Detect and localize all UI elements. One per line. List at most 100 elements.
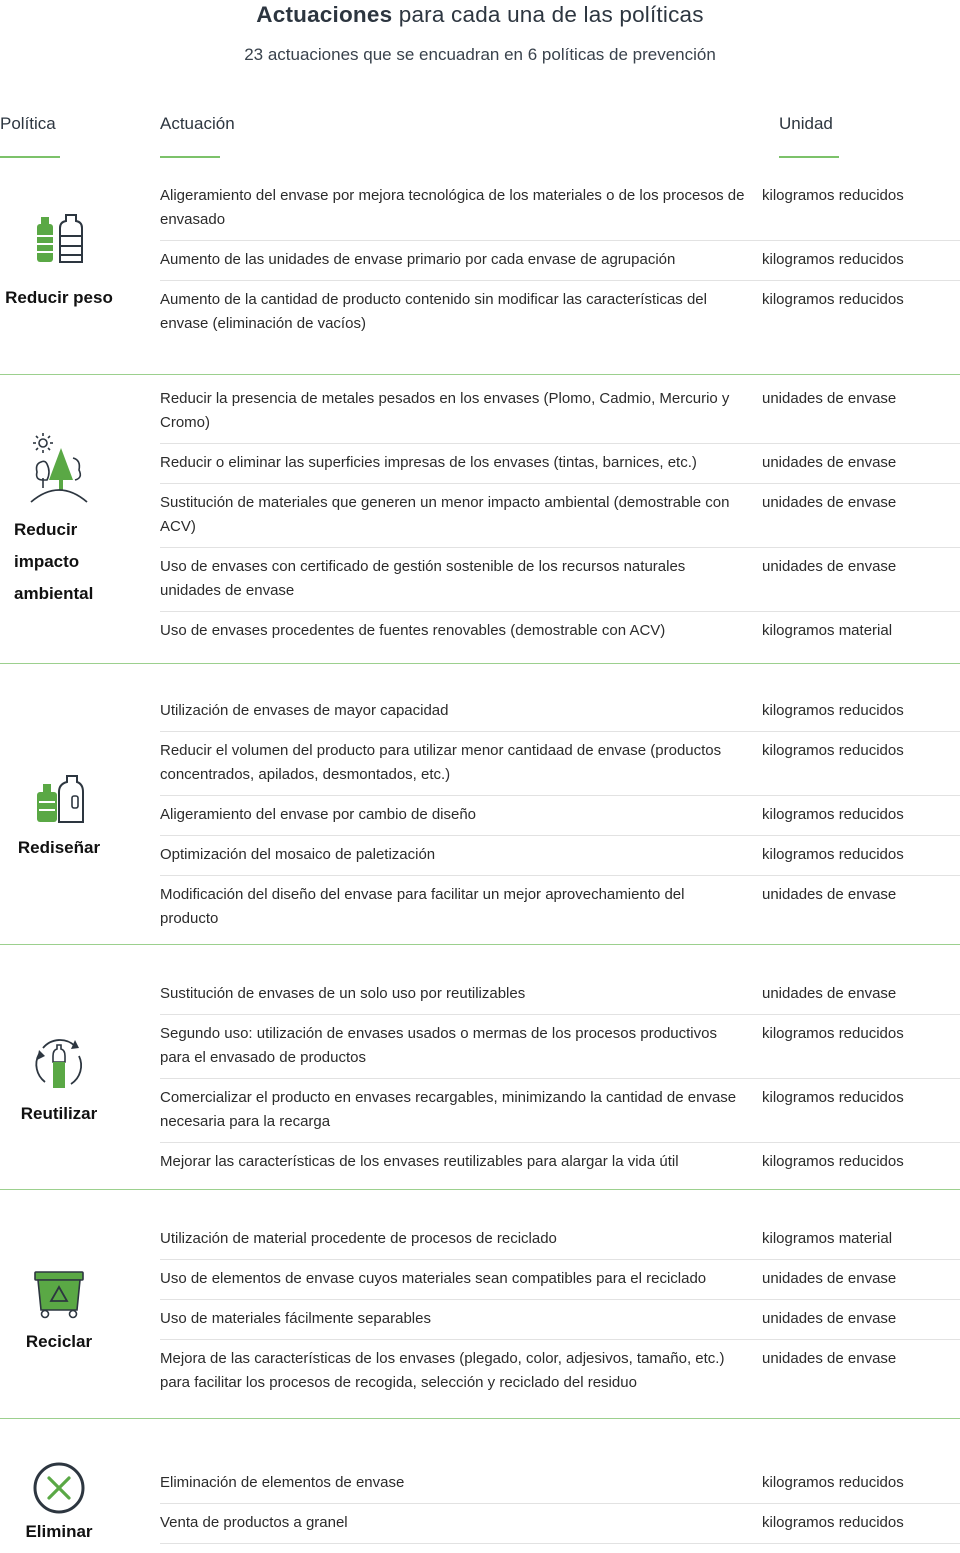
policy-redisenar: Rediseñar <box>0 772 118 864</box>
unit-text: kilogramos reducidos <box>762 846 904 863</box>
column-underline <box>160 156 220 158</box>
tree-sun-icon <box>30 433 88 503</box>
row-divider <box>160 611 960 612</box>
unit-text: kilogramos reducidos <box>762 1514 904 1531</box>
action-text: Uso de envases con certificado de gestió… <box>160 558 686 599</box>
policy-name: Rediseñar <box>17 838 101 857</box>
policy-reducir-impacto: Reducir impacto ambiental <box>0 432 118 610</box>
section-divider <box>0 1418 960 1419</box>
section-divider <box>0 374 960 375</box>
column-header-action: Actuación <box>160 114 235 158</box>
action-text: Sustitución de envases de un solo uso po… <box>160 985 526 1002</box>
page-title: Actuaciones para cada una de las polític… <box>0 2 960 28</box>
unit-text: kilogramos reducidos <box>762 187 904 204</box>
column-header-policy-label: Política <box>0 114 56 133</box>
row-divider <box>160 547 960 548</box>
row-divider <box>160 1339 960 1340</box>
action-text: Modificación del diseño del envase para … <box>160 886 685 927</box>
unit-text: unidades de envase <box>762 886 897 903</box>
action-text: Comercializar el producto en envases rec… <box>160 1089 737 1130</box>
unit-text: unidades de envase <box>762 390 897 407</box>
policy-name: Reducir peso <box>5 288 113 307</box>
action-text: Optimización del mosaico de paletización <box>160 846 436 863</box>
recycle-bin-icon <box>34 1271 84 1319</box>
column-underline <box>779 156 839 158</box>
row-divider <box>160 1142 960 1143</box>
row-divider <box>160 443 960 444</box>
column-header-action-label: Actuación <box>160 114 235 133</box>
unit-text: unidades de envase <box>762 494 897 511</box>
policy-name: Reducir impacto ambiental <box>14 520 94 603</box>
policy-name: Reutilizar <box>20 1104 98 1123</box>
row-divider <box>160 1078 960 1079</box>
action-text: Mejorar las características de los envas… <box>160 1153 679 1170</box>
row-divider <box>160 280 960 281</box>
action-text: Aligeramiento del envase por cambio de d… <box>160 806 477 823</box>
action-text: Mejora de las características de los env… <box>160 1350 725 1391</box>
column-header-policy: Política <box>0 114 60 158</box>
unit-text: kilogramos reducidos <box>762 1089 904 1106</box>
row-divider <box>160 875 960 876</box>
unit-text: kilogramos reducidos <box>762 1153 904 1170</box>
policy-name: Eliminar <box>25 1522 93 1541</box>
unit-text: unidades de envase <box>762 1350 897 1367</box>
action-text: Segundo uso: utilización de envases usad… <box>160 1025 717 1066</box>
policy-reutilizar: Reutilizar <box>0 1034 118 1130</box>
unit-text: unidades de envase <box>762 985 897 1002</box>
unit-text: kilogramos reducidos <box>762 1474 904 1491</box>
row-divider <box>160 1014 960 1015</box>
row-divider <box>160 795 960 796</box>
column-underline <box>0 156 60 158</box>
unit-text: kilogramos reducidos <box>762 1025 904 1042</box>
unit-text: kilogramos reducidos <box>762 742 904 759</box>
row-divider <box>160 1543 960 1544</box>
eliminate-x-icon <box>33 1462 85 1514</box>
title-rest: para cada una de las políticas <box>392 2 704 27</box>
action-text: Sustitución de materiales que generen un… <box>160 494 730 535</box>
action-text: Eliminación de elementos de envase <box>160 1474 405 1491</box>
action-text: Aligeramiento del envase por mejora tecn… <box>160 187 745 228</box>
page-subtitle: 23 actuaciones que se encuadran en 6 pol… <box>244 45 716 64</box>
redesign-bottles-icon <box>37 775 84 823</box>
policy-reciclar: Reciclar <box>0 1268 118 1358</box>
action-text: Uso de elementos de envase cuyos materia… <box>160 1270 707 1287</box>
title-bold: Actuaciones <box>256 2 393 27</box>
unit-text: unidades de envase <box>762 558 897 575</box>
unit-text: kilogramos material <box>762 622 893 639</box>
action-text: Uso de envases procedentes de fuentes re… <box>160 622 666 639</box>
policy-name: Reciclar <box>25 1332 93 1351</box>
action-text: Utilización de material procedente de pr… <box>160 1230 557 1247</box>
column-header-unit-label: Unidad <box>779 114 833 133</box>
column-header-unit: Unidad <box>779 114 839 158</box>
section-divider <box>0 944 960 945</box>
section-divider <box>0 663 960 664</box>
row-divider <box>160 1299 960 1300</box>
action-text: Reducir o eliminar las superficies impre… <box>160 454 697 471</box>
row-divider <box>160 240 960 241</box>
action-text: Aumento de las unidades de envase primar… <box>160 251 676 268</box>
action-text: Utilización de envases de mayor capacida… <box>160 702 449 719</box>
unit-text: unidades de envase <box>762 1310 897 1327</box>
unit-text: kilogramos material <box>762 1230 893 1247</box>
unit-text: kilogramos reducidos <box>762 702 904 719</box>
action-text: Aumento de la cantidad de producto conte… <box>160 291 707 332</box>
row-divider <box>160 835 960 836</box>
action-text: Uso de materiales fácilmente separables <box>160 1310 431 1327</box>
bottles-icon <box>37 214 83 263</box>
policy-eliminar: Eliminar <box>0 1460 118 1548</box>
row-divider <box>160 731 960 732</box>
unit-text: kilogramos reducidos <box>762 806 904 823</box>
action-text: Reducir la presencia de metales pesados … <box>160 390 730 431</box>
row-divider <box>160 483 960 484</box>
unit-text: unidades de envase <box>762 454 897 471</box>
reuse-bottle-icon <box>35 1039 83 1088</box>
action-text: Venta de productos a granel <box>160 1514 348 1531</box>
section-divider <box>0 1189 960 1190</box>
row-divider <box>160 1503 960 1504</box>
unit-text: kilogramos reducidos <box>762 291 904 308</box>
unit-text: unidades de envase <box>762 1270 897 1287</box>
row-divider <box>160 1259 960 1260</box>
policy-reducir-peso: Reducir peso <box>0 212 118 314</box>
action-text: Reducir el volumen del producto para uti… <box>160 742 722 783</box>
unit-text: kilogramos reducidos <box>762 251 904 268</box>
